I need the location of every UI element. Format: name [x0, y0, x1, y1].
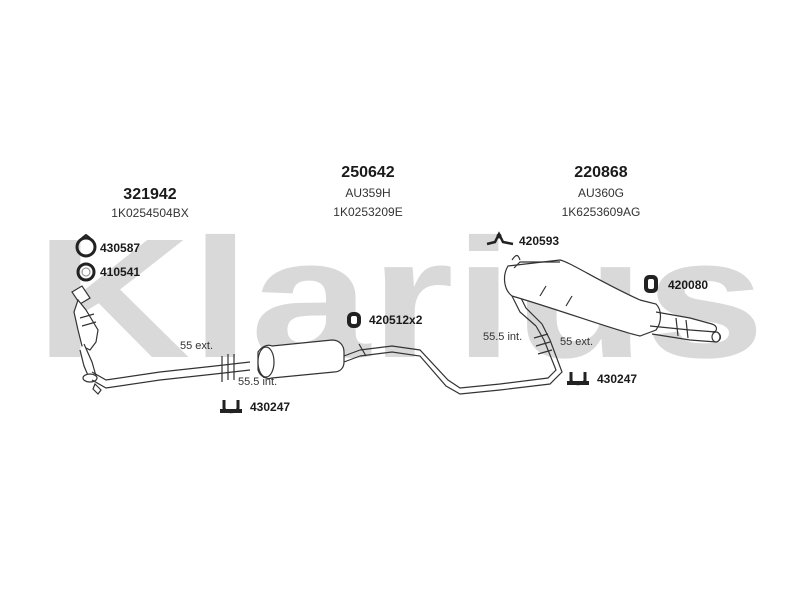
clamp-ring-icon — [75, 234, 97, 258]
rubber-mount-icon — [347, 312, 361, 328]
assembly-code: AU359H — [345, 186, 391, 200]
u-clamp-icon — [567, 372, 589, 386]
u-clamp-icon — [220, 400, 242, 414]
fitting-part-label: 430247 — [250, 400, 291, 414]
joint-note: 55 ext. — [180, 340, 214, 352]
assembly-part-number: 250642 — [341, 164, 395, 181]
rear-silencer — [503, 254, 722, 343]
assembly-code: AU360G — [577, 186, 625, 200]
middle-silencer — [257, 339, 367, 380]
fitting-part-label: 430587 — [100, 241, 141, 255]
catalytic-converter — [71, 285, 102, 395]
assembly-part-number: 321942 — [123, 186, 177, 203]
assembly-oe-ref: 1K0254504BX — [111, 206, 189, 220]
assembly-oe-ref: 1K0253209E — [333, 205, 403, 219]
joint-note: 55.5 int. — [483, 331, 523, 343]
fitting-part-label: 420080 — [668, 278, 709, 292]
fitting-part-label: 430247 — [597, 372, 638, 386]
watermark-text: Klarius — [35, 204, 765, 394]
gasket-ring-icon — [76, 262, 96, 282]
joint-note: 55 ext. — [560, 336, 594, 348]
joint-note: 55.5 int. — [238, 376, 278, 388]
rear-pipe — [359, 291, 563, 395]
hanger-bracket-icon — [486, 231, 514, 246]
assembly-oe-ref: 1K6253609AG — [561, 205, 641, 219]
fitting-part-label: 420512x2 — [369, 313, 423, 327]
front-pipe — [91, 354, 251, 389]
rubber-mount-icon — [644, 275, 658, 293]
assembly-part-number: 220868 — [574, 164, 628, 181]
fitting-part-label: 420593 — [519, 234, 560, 248]
fitting-part-label: 410541 — [100, 265, 141, 279]
